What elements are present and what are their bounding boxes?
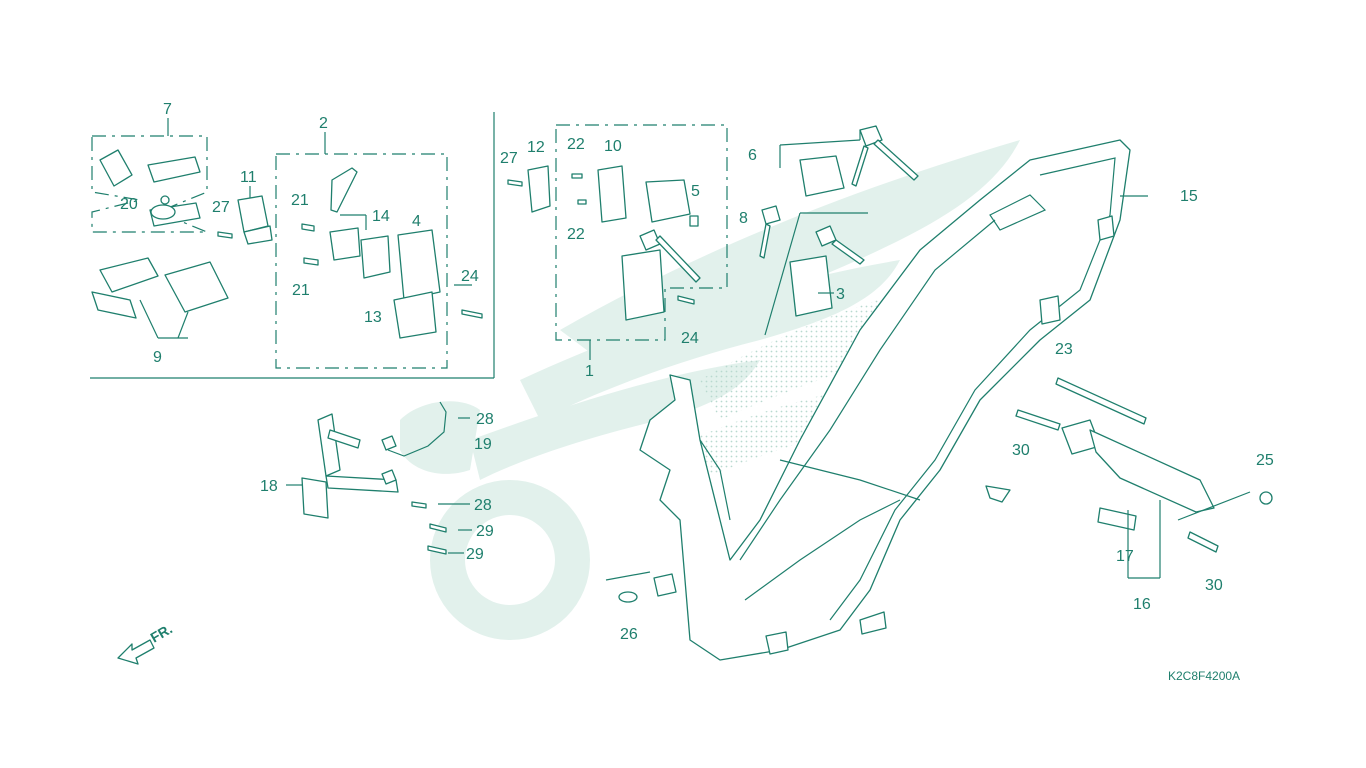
drawing-code: K2C8F4200A xyxy=(1168,669,1240,683)
callout-11: 11 xyxy=(240,169,257,186)
callout-21b: 21 xyxy=(292,282,310,299)
callout-7: 7 xyxy=(163,101,172,118)
callout-27a: 27 xyxy=(212,199,230,216)
callout-13: 13 xyxy=(364,309,382,326)
callout-19: 19 xyxy=(474,436,492,453)
callout-8: 8 xyxy=(739,210,748,227)
callout-15: 15 xyxy=(1180,188,1198,205)
callout-14: 14 xyxy=(372,208,390,225)
callout-12: 12 xyxy=(527,139,545,156)
callout-21a: 21 xyxy=(291,192,309,209)
callout-16: 16 xyxy=(1133,596,1151,613)
callout-30a: 30 xyxy=(1012,442,1030,459)
callout-28a: 28 xyxy=(476,411,494,428)
part-11-bracket xyxy=(217,186,273,245)
upper-left-separator xyxy=(90,112,495,379)
callout-20: 20 xyxy=(120,196,138,213)
callout-23: 23 xyxy=(1055,341,1073,358)
callout-5: 5 xyxy=(691,183,700,200)
callout-6: 6 xyxy=(748,147,757,164)
callout-29b: 29 xyxy=(466,546,484,563)
callout-1: 1 xyxy=(585,363,594,380)
frame-body xyxy=(639,139,1131,661)
callout-22a: 22 xyxy=(567,136,585,153)
callout-25: 25 xyxy=(1256,452,1274,469)
callout-10: 10 xyxy=(604,138,622,155)
callout-28b: 28 xyxy=(474,497,492,514)
key-set-parts xyxy=(759,125,919,317)
callout-9: 9 xyxy=(153,349,162,366)
callout-17: 17 xyxy=(1116,548,1134,565)
smart-key-group xyxy=(91,118,229,339)
callout-4: 4 xyxy=(412,213,421,230)
callout-27b: 27 xyxy=(500,150,518,167)
callout-29a: 29 xyxy=(476,523,494,540)
upper-right-separator xyxy=(764,212,868,336)
callout-30b: 30 xyxy=(1205,577,1223,594)
callout-3: 3 xyxy=(836,286,845,303)
bracket-18-cable-19 xyxy=(286,401,447,555)
callout-2: 2 xyxy=(319,115,328,132)
part-26-grommet xyxy=(605,571,651,603)
callout-24b: 24 xyxy=(681,330,699,347)
front-direction-arrow: FR. xyxy=(117,620,175,665)
group-1-box xyxy=(507,124,728,360)
callout-18: 18 xyxy=(260,478,278,495)
callout-22b: 22 xyxy=(567,226,585,243)
callout-26: 26 xyxy=(620,626,638,643)
callout-24a: 24 xyxy=(461,268,479,285)
hanger-assembly-16 xyxy=(1015,377,1273,579)
leader-lines xyxy=(438,195,1148,554)
group-2-box xyxy=(275,132,483,369)
callout-labels: 7 20 9 11 27 2 21 14 4 21 24 13 27 12 22… xyxy=(120,101,1274,643)
